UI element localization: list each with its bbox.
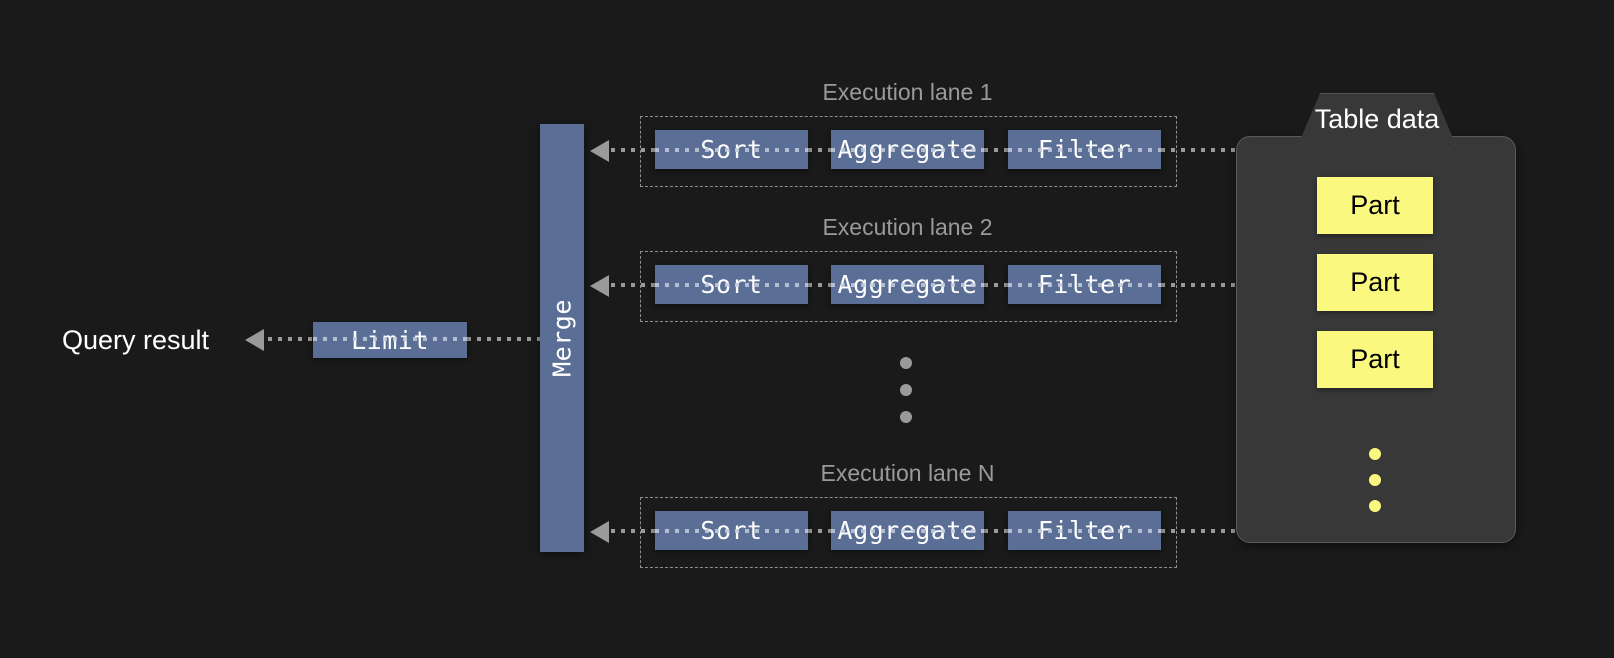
merge-bar[interactable]: Merge (540, 124, 584, 552)
merge-label: Merge (547, 299, 577, 377)
connector-lane-n-left (611, 529, 655, 533)
connector-limit-to-result (268, 337, 313, 341)
arrow-lane-1-to-merge (590, 140, 609, 162)
table-data-tab (1298, 93, 1456, 145)
lane-label-1: Execution lane 1 (822, 79, 993, 105)
table-data-panel: Table data Part Part Part (1236, 93, 1516, 543)
lane-ellipsis-icon (900, 357, 914, 438)
connector-lane-n-through-sort (655, 529, 808, 533)
table-data-title: Table data (1314, 103, 1440, 134)
query-result-label: Query result (62, 324, 210, 355)
connector-lane-2-through-aggregate (831, 283, 984, 287)
connector-lane-n-sort-aggregate (808, 529, 831, 533)
connector-merge-to-limit (467, 337, 542, 341)
connector-lane-2-sort-aggregate (808, 283, 831, 287)
connector-lane-1-sort-aggregate (808, 148, 831, 152)
connector-lane-2-left (611, 283, 655, 287)
arrow-lane-2-to-merge (590, 275, 609, 297)
connector-lane-1-through-sort (655, 148, 808, 152)
connector-lane-n-aggregate-filter (984, 529, 1008, 533)
connector-lane-1-aggregate-filter (984, 148, 1008, 152)
lane-label-2: Execution lane 2 (822, 214, 993, 240)
part-box-2[interactable]: Part (1317, 254, 1433, 311)
part-ellipsis-icon (1369, 448, 1381, 526)
connector-lane-2-to-table (1161, 283, 1237, 287)
lane-label-n: Execution lane N (820, 460, 995, 486)
connector-lane-n-through-filter (1008, 529, 1161, 533)
connector-lane-1-through-filter (1008, 148, 1161, 152)
connector-lane-2-through-filter (1008, 283, 1161, 287)
part-box-1[interactable]: Part (1317, 177, 1433, 234)
connector-lane-1-to-table (1161, 148, 1237, 152)
connector-lane-n-through-aggregate (831, 529, 984, 533)
arrow-to-query-result (245, 329, 264, 351)
connector-through-limit (313, 337, 467, 341)
connector-lane-n-to-table (1161, 529, 1237, 533)
connector-lane-2-aggregate-filter (984, 283, 1008, 287)
connector-lane-2-through-sort (655, 283, 808, 287)
connector-lane-1-through-aggregate (831, 148, 984, 152)
arrow-lane-n-to-merge (590, 521, 609, 543)
connector-lane-1-left (611, 148, 655, 152)
part-box-3[interactable]: Part (1317, 331, 1433, 388)
